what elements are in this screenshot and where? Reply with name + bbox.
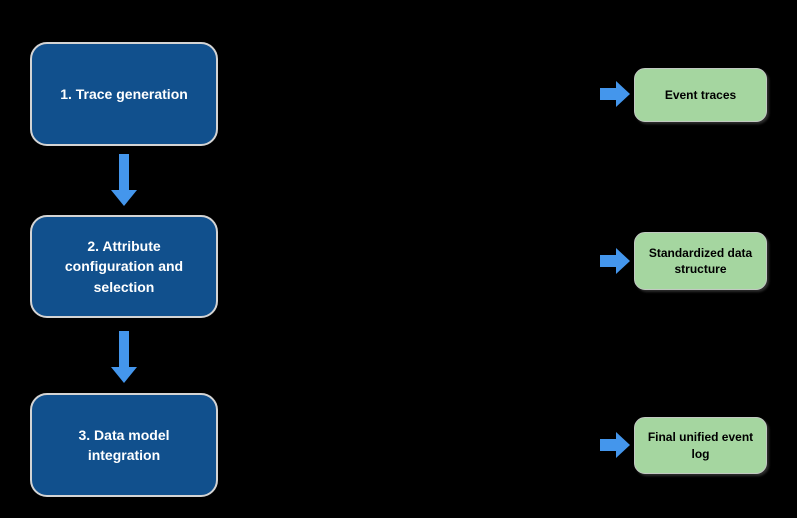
- step-box-trace-generation: 1. Trace generation: [30, 42, 218, 146]
- right-arrow-icon: [600, 248, 630, 274]
- step-label: 2. Attribute configuration and selection: [64, 238, 184, 295]
- right-arrow-icon: [600, 432, 630, 458]
- step-box-data-model-integration: 3. Data model integration: [30, 393, 218, 497]
- output-box-event-traces: Event traces: [634, 68, 767, 122]
- step-box-attribute-configuration: 2. Attribute configuration and selection: [30, 215, 218, 318]
- down-arrow-icon: [111, 154, 137, 206]
- down-arrow-icon: [111, 331, 137, 383]
- output-label: Event traces: [664, 87, 737, 102]
- step-label: 1. Trace generation: [60, 85, 188, 102]
- right-arrow-icon: [600, 81, 630, 107]
- output-label: Final unified event log: [647, 430, 754, 461]
- output-box-final-unified-event-log: Final unified event log: [634, 417, 767, 474]
- output-box-standardized-data-structure: Standardized data structure: [634, 232, 767, 290]
- step-label: 3. Data model integration: [78, 426, 170, 463]
- output-label: Standardized data structure: [648, 245, 753, 276]
